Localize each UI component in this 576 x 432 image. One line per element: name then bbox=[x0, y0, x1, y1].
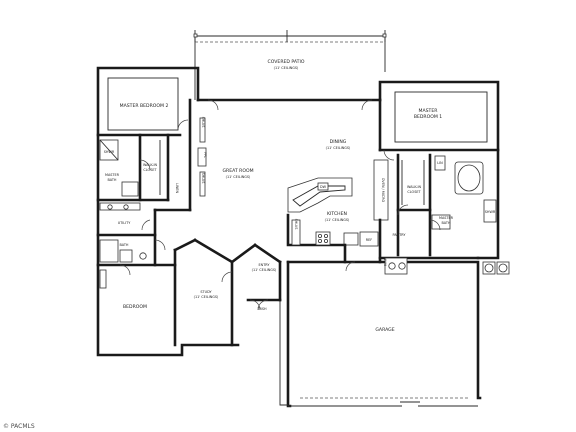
dining-label: DINING bbox=[330, 139, 347, 145]
covered-patio-label: COVERED PATIO bbox=[268, 59, 305, 65]
dining-ceiling: (11' CEILINGS) bbox=[326, 146, 351, 150]
study-label: STUDY bbox=[200, 290, 212, 294]
study-ceiling: (11' CEILINGS) bbox=[194, 295, 219, 299]
great-room-label: GREAT ROOM bbox=[222, 168, 253, 174]
kitchen-counters bbox=[286, 159, 408, 275]
fireplace-label: FPL bbox=[203, 152, 207, 158]
refrigerator-label: REF bbox=[366, 238, 372, 242]
covered-patio bbox=[193, 30, 387, 100]
walk-in-closet-left-label-line2: CLOSET bbox=[143, 168, 157, 172]
right-wing-walls bbox=[378, 91, 500, 260]
watermark: © PACMLS bbox=[3, 423, 35, 430]
pantry-label: PANTRY bbox=[393, 233, 407, 237]
bath-label: BATH bbox=[119, 243, 128, 247]
fixture-labels: SHWR SHWR LINEN LIN DW OVEN / MICRO REF … bbox=[104, 117, 496, 311]
oven-micro-label: OVEN / MICRO bbox=[381, 178, 385, 203]
walk-in-closet-right-label-line2: CLOSET bbox=[407, 190, 421, 194]
entry-ceiling: (11' CEILINGS) bbox=[252, 268, 277, 272]
trash-label: TRSH bbox=[256, 307, 267, 311]
room-labels: MASTER BEDROOM 2 MASTER BEDROOM 1 GREAT … bbox=[105, 103, 454, 333]
master-bath-left-label-line2: BATH bbox=[107, 178, 116, 182]
linen-label: LINEN bbox=[175, 183, 179, 194]
dishwasher-label: DW bbox=[320, 185, 327, 189]
bedroom-label: BEDROOM bbox=[123, 304, 147, 310]
right-wing-fixtures bbox=[431, 155, 510, 275]
great-room-ceiling: (11' CEILINGS) bbox=[226, 175, 251, 179]
kitchen-island bbox=[287, 177, 353, 213]
kitchen-walls bbox=[343, 218, 382, 264]
shelves-2-label: SHLVS bbox=[201, 173, 205, 184]
kitchen-ceiling: (11' CEILINGS) bbox=[325, 218, 350, 222]
master-bath-right-label-line2: BATH bbox=[441, 221, 450, 225]
master-bath-right-label: MASTER bbox=[439, 216, 454, 220]
walk-in-closet-left-label: WALK-IN bbox=[143, 163, 157, 167]
shelves-3-label: SHLVS bbox=[294, 219, 298, 230]
exterior-walls bbox=[96, 66, 500, 408]
shelves-1-label: SHLVS bbox=[201, 117, 205, 128]
utility-label: UTILITY bbox=[118, 221, 132, 225]
entry-label: ENTRY bbox=[259, 263, 271, 267]
left-wing-fixtures bbox=[99, 117, 207, 289]
master-bedroom-1-label: MASTER bbox=[419, 108, 439, 114]
hwh-label: HWH bbox=[383, 258, 387, 267]
shower-right-label: SHWR bbox=[485, 210, 496, 214]
walk-in-closet-right-label: WALK-IN bbox=[407, 185, 421, 189]
master-bath-left-label: MASTER bbox=[105, 173, 120, 177]
door-swings bbox=[119, 99, 441, 311]
left-wing-walls bbox=[96, 77, 282, 347]
covered-patio-ceiling: (11' CEILINGS) bbox=[274, 66, 299, 70]
lin-label: LIN bbox=[437, 161, 443, 165]
master-bedroom-1-label-line2: BEDROOM 1 bbox=[414, 114, 442, 120]
shower-left-label: SHWR bbox=[104, 150, 115, 154]
kitchen-label: KITCHEN bbox=[327, 211, 347, 217]
master-bedroom-2-label: MASTER BEDROOM 2 bbox=[120, 103, 169, 109]
garage-label: GARAGE bbox=[375, 327, 394, 333]
